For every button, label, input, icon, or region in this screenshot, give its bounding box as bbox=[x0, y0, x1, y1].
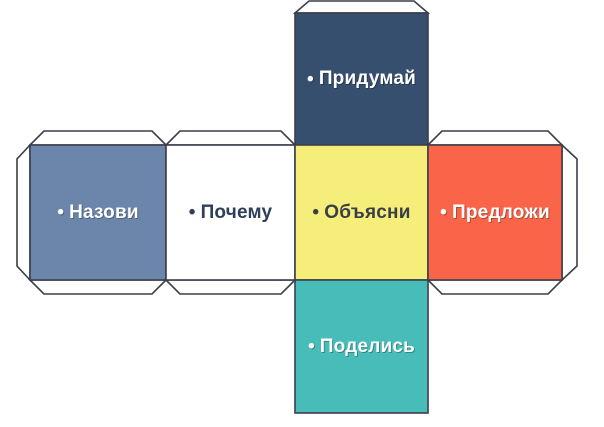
flap-top-of-left-face bbox=[28, 130, 168, 146]
flap-bottom-of-right-face bbox=[426, 279, 564, 295]
face-group bbox=[29, 12, 563, 414]
flap-left-of-left-face bbox=[16, 142, 31, 283]
face-top-придумай[interactable] bbox=[294, 12, 429, 146]
face-bottom-поделись[interactable] bbox=[294, 279, 429, 414]
face-front-почему[interactable] bbox=[165, 144, 296, 281]
flap-top-of-front-face bbox=[164, 130, 297, 146]
face-left-назови[interactable] bbox=[29, 144, 167, 281]
flap-bottom-of-left-face bbox=[28, 279, 168, 295]
flap-top-of-right-face bbox=[426, 130, 564, 146]
flap-top-of-top-face bbox=[292, 0, 431, 14]
face-center-объясни[interactable] bbox=[294, 144, 429, 281]
flap-bottom-of-front-face bbox=[164, 279, 297, 295]
flap-right-of-right-face bbox=[561, 143, 578, 282]
face-right-предложи[interactable] bbox=[427, 144, 563, 281]
